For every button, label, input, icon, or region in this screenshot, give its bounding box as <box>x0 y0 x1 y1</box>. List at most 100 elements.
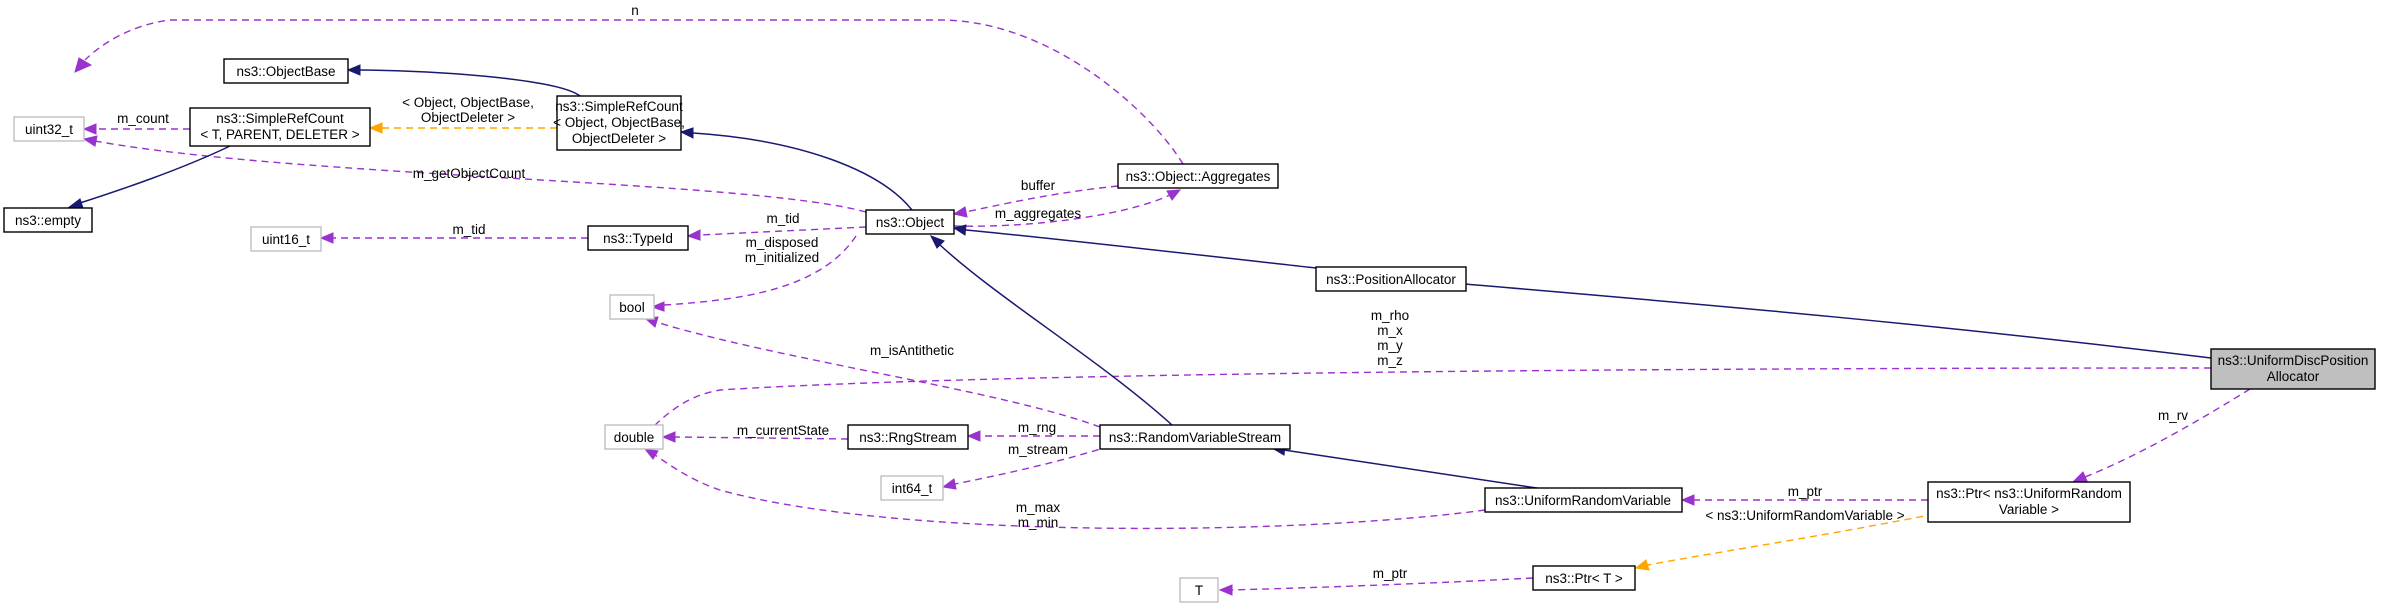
edge-object-inherit-1-arrowhead <box>952 224 967 236</box>
node-type-id[interactable]: ns3::TypeId <box>587 225 689 251</box>
edge-m-aggregates <box>953 194 1171 227</box>
edge-labels: n m_count < Object, ObjectBase,ObjectDel… <box>117 3 2188 581</box>
edge-label-buffer: buffer <box>1021 178 1056 193</box>
svg-text:ns3::Ptr< ns3::UniformRandomVa: ns3::Ptr< ns3::UniformRandomVariable > <box>1936 486 2122 517</box>
edge-m-rng-arrowhead <box>966 430 981 442</box>
svg-text:ns3::ObjectBase: ns3::ObjectBase <box>236 64 335 79</box>
node-int64-t[interactable]: int64_t <box>880 475 944 501</box>
edge-m-ptr-1-arrowhead <box>1680 494 1695 506</box>
svg-text:int64_t: int64_t <box>892 481 933 496</box>
edge-m-aggregates-arrowhead <box>1166 189 1182 201</box>
edge-template-urv-arrowhead <box>1634 559 1650 571</box>
edge-label-m-tid-2: m_tid <box>452 222 485 237</box>
edge-m-disposed-arrowhead <box>650 301 665 312</box>
edge-m-tid-1-arrowhead <box>686 229 701 241</box>
edge-label-m-rng: m_rng <box>1018 420 1056 435</box>
edge-m-getobjectcount-arrowhead <box>82 135 98 147</box>
edge-m-rv <box>2084 388 2251 478</box>
node-t[interactable]: T <box>1179 577 1219 603</box>
edge-label-m-ptr-1: m_ptr <box>1788 484 1823 499</box>
svg-text:double: double <box>614 430 655 445</box>
svg-text:ns3::PositionAllocator: ns3::PositionAllocator <box>1326 272 1456 287</box>
node-rng-stream[interactable]: ns3::RngStream <box>847 424 969 450</box>
edge-srefcount-obj-inherit-arrowhead <box>679 127 694 139</box>
svg-text:ns3::RandomVariableStream: ns3::RandomVariableStream <box>1109 430 1281 445</box>
node-position-allocator[interactable]: ns3::PositionAllocator <box>1315 266 1467 292</box>
edge-m-tid-2-arrowhead <box>319 232 334 244</box>
edge-position-inherit <box>1464 283 2212 359</box>
edge-empty-inherit <box>79 145 231 204</box>
svg-text:ns3::RngStream: ns3::RngStream <box>859 430 957 445</box>
svg-text:ns3::Ptr< T >: ns3::Ptr< T > <box>1545 571 1623 586</box>
node-uint16-t[interactable]: uint16_t <box>250 226 322 252</box>
edge-m-ptr-2 <box>1231 577 1534 591</box>
edge-m-stream-arrowhead <box>941 478 957 490</box>
edge-template-obj-arrowhead <box>368 122 383 134</box>
node-bool[interactable]: bool <box>609 294 655 320</box>
node-empty[interactable]: ns3::empty <box>3 207 93 233</box>
edge-object-inherit-1 <box>965 229 1317 269</box>
edge-m-currentstate <box>674 436 849 440</box>
node-uint32-t[interactable]: uint32_t <box>13 116 85 142</box>
svg-text:ns3::SimpleRefCount< Object, O: ns3::SimpleRefCount< Object, ObjectBase,… <box>553 99 685 146</box>
node-random-variable-stream[interactable]: ns3::RandomVariableStream <box>1099 424 1291 450</box>
edge-m-count-arrowhead <box>82 123 97 135</box>
edge-m-rv-arrowhead <box>2072 471 2088 482</box>
svg-text:ns3::UniformRandomVariable: ns3::UniformRandomVariable <box>1495 493 1671 508</box>
svg-text:ns3::SimpleRefCount< T, PARENT: ns3::SimpleRefCount< T, PARENT, DELETER … <box>200 111 359 142</box>
edge-rho <box>649 367 2212 431</box>
svg-text:ns3::empty: ns3::empty <box>15 213 81 228</box>
edge-rvs-inherit <box>1283 449 1551 491</box>
edge-m-currentstate-arrowhead <box>661 431 676 443</box>
svg-text:bool: bool <box>619 300 645 315</box>
edge-srefcount-obj-inherit <box>692 132 913 211</box>
svg-text:uint16_t: uint16_t <box>262 232 310 247</box>
edge-objectbase-inherit <box>359 69 581 97</box>
edge-empty-inherit-arrowhead <box>66 198 84 209</box>
node-double[interactable]: double <box>604 424 664 450</box>
edges <box>66 19 2251 596</box>
edge-label-m-stream: m_stream <box>1008 442 1068 457</box>
edge-label-m-currentstate: m_currentState <box>737 423 829 438</box>
svg-text:ns3::TypeId: ns3::TypeId <box>603 231 673 246</box>
edge-m-stream <box>954 445 1111 485</box>
edge-objectbase-inherit-arrowhead <box>346 64 361 76</box>
edge-label-m-ptr-2: m_ptr <box>1373 566 1408 581</box>
edge-n-arrowhead <box>74 57 93 73</box>
node-object[interactable]: ns3::Object <box>865 209 955 235</box>
edge-n <box>84 19 1184 165</box>
edge-buffer-arrowhead <box>952 206 968 218</box>
edge-label-m-count: m_count <box>117 111 169 126</box>
edge-m-getobjectcount <box>94 140 867 213</box>
svg-text:ns3::Object::Aggregates: ns3::Object::Aggregates <box>1126 169 1271 184</box>
node-ptr-t[interactable]: ns3::Ptr< T > <box>1532 565 1636 591</box>
edge-label-m-rv: m_rv <box>2158 408 2188 423</box>
svg-text:T: T <box>1195 583 1203 598</box>
node-object-base[interactable]: ns3::ObjectBase <box>223 58 349 84</box>
nodes: uint32_t ns3::ObjectBase ns3::SimpleRefC… <box>3 58 2376 603</box>
edge-m-tid-1 <box>699 226 867 236</box>
edge-label-m-getobjectcount: m_getObjectCount <box>413 166 526 181</box>
node-simple-ref-count-object[interactable]: ns3::SimpleRefCount< Object, ObjectBase,… <box>553 95 685 151</box>
edge-label-template-urv: < ns3::UniformRandomVariable > <box>1705 508 1904 523</box>
node-object-aggregates[interactable]: ns3::Object::Aggregates <box>1117 163 1279 189</box>
svg-text:uint32_t: uint32_t <box>25 122 73 137</box>
edge-template-urv <box>1647 513 1936 566</box>
node-uniform-random-variable[interactable]: ns3::UniformRandomVariable <box>1484 487 1683 513</box>
edge-m-max-arrowhead <box>643 448 659 460</box>
edge-buffer <box>964 185 1119 213</box>
edge-m-isantithetic <box>655 321 1101 428</box>
edge-label-m-aggregates: m_aggregates <box>995 206 1082 221</box>
node-simple-ref-count-t[interactable]: ns3::SimpleRefCount< T, PARENT, DELETER … <box>189 107 371 147</box>
edge-m-ptr-2-arrowhead <box>1218 584 1233 596</box>
edge-m-max <box>654 454 1486 530</box>
edge-object-inherit-2-arrowhead <box>929 235 945 249</box>
edge-label-n: n <box>631 3 639 18</box>
